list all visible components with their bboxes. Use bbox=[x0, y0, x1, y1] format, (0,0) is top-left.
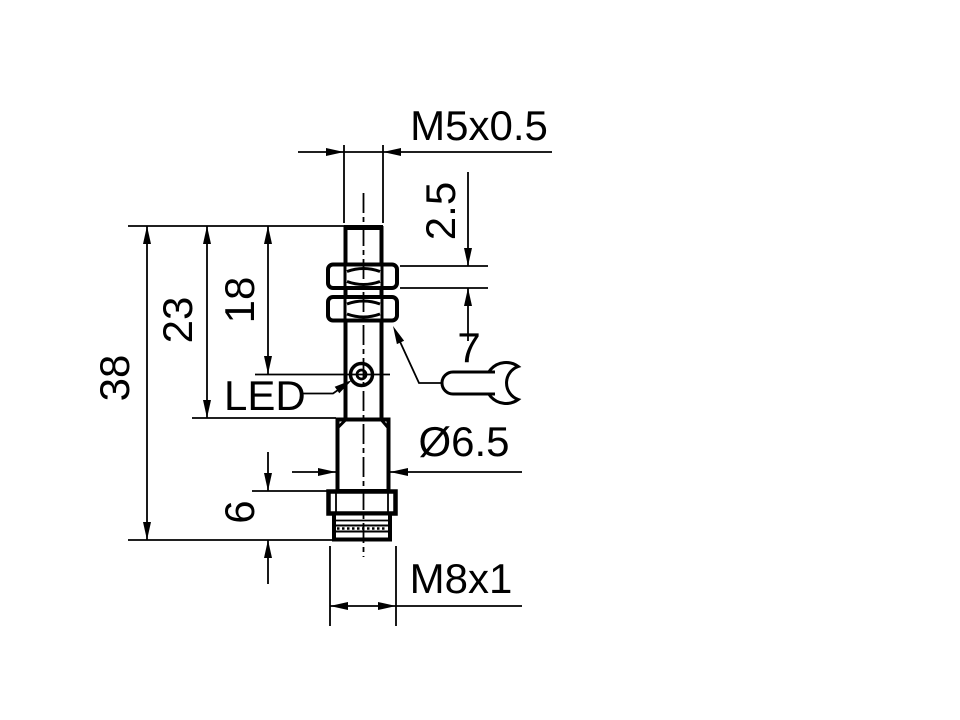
dim-6: 6 bbox=[216, 452, 272, 584]
dim-6-label: 6 bbox=[216, 500, 263, 523]
dim-18-label: 18 bbox=[216, 277, 263, 324]
dim-m8: M8x1 bbox=[329, 546, 522, 626]
dim-m5-label: M5x0.5 bbox=[410, 102, 548, 149]
dim-2-5: 2.5 bbox=[400, 172, 488, 341]
dim-38: 38 bbox=[91, 226, 151, 540]
hex-nut-upper bbox=[326, 262, 399, 290]
dim-23: 23 bbox=[154, 226, 211, 418]
extension-lines-left bbox=[128, 225, 390, 541]
led-callout: LED bbox=[224, 372, 352, 419]
dim-d65: Ø6.5 bbox=[292, 418, 522, 476]
dim-m5: M5x0.5 bbox=[298, 102, 552, 223]
connector-thread bbox=[332, 511, 392, 542]
dim-18: 18 bbox=[216, 226, 272, 374]
led-label: LED bbox=[224, 372, 306, 419]
wrench-icon bbox=[440, 361, 522, 405]
connector-collar bbox=[326, 489, 398, 516]
dim-m8-label: M8x1 bbox=[410, 555, 513, 602]
wrench-size-label: 7 bbox=[457, 324, 480, 371]
wrench-callout: 7 bbox=[393, 324, 522, 405]
dim-38-label: 38 bbox=[91, 355, 138, 402]
hex-nut-lower bbox=[326, 295, 399, 323]
dim-d65-label: Ø6.5 bbox=[418, 418, 509, 465]
dim-2-5-label: 2.5 bbox=[417, 182, 464, 240]
dim-23-label: 23 bbox=[154, 297, 201, 344]
